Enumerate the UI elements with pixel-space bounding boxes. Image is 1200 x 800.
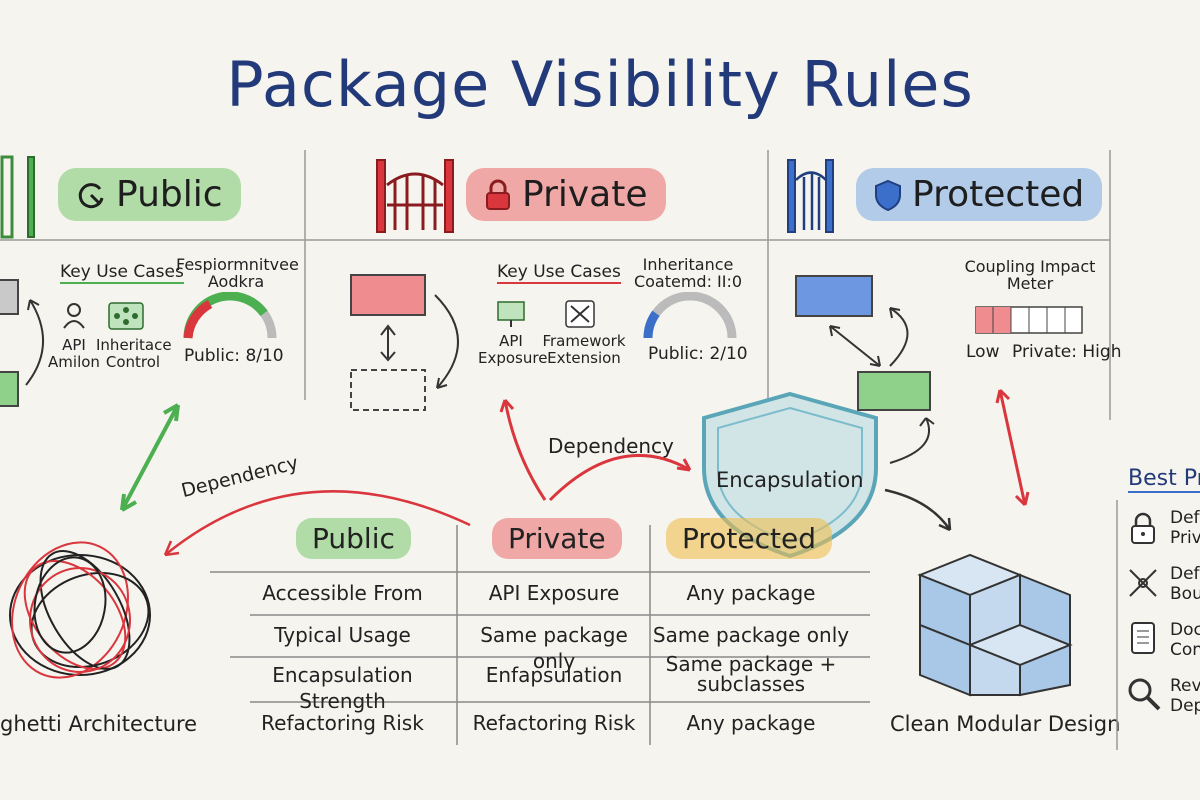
best-practices-heading: Best Pr bbox=[1128, 466, 1200, 493]
private-header: Private bbox=[466, 168, 666, 221]
network-icon bbox=[1129, 569, 1157, 597]
person-icon bbox=[63, 303, 85, 329]
best-practice-item-3: Doc Con bbox=[1170, 620, 1200, 660]
spaghetti-icon bbox=[9, 541, 151, 679]
table-cell: API Exposure bbox=[488, 581, 620, 605]
coupling-meter bbox=[975, 306, 1083, 334]
network-icon bbox=[108, 302, 144, 330]
table-cell: Refactoring Risk bbox=[472, 711, 636, 735]
dependency-label-center: Dependency bbox=[548, 434, 674, 458]
best-practice-item-4: Rev Dep bbox=[1170, 676, 1200, 716]
protected-meter-title: Coupling Impact Meter bbox=[964, 257, 1096, 293]
spaghetti-label: ghetti Architecture bbox=[0, 712, 198, 736]
public-key-use-cases: Key Use Cases bbox=[60, 262, 184, 284]
public-gauge bbox=[183, 292, 277, 339]
meter-high-label: Private: High bbox=[1012, 342, 1122, 362]
public-header: Public bbox=[58, 168, 241, 221]
table-cell: Same package only bbox=[652, 623, 850, 647]
table-header-private: Private bbox=[492, 518, 622, 559]
private-use-case-2: Framework Extension bbox=[542, 332, 626, 367]
lock-icon bbox=[1131, 512, 1155, 544]
public-use-case-2: Inheritace Control bbox=[96, 336, 172, 371]
private-key-use-cases: Key Use Cases bbox=[497, 262, 621, 284]
meter-low-label: Low bbox=[966, 342, 1000, 362]
public-gauge-title: Fespiormnitvee Aodkra bbox=[176, 255, 299, 291]
public-gauge-label: Public: 8/10 bbox=[184, 346, 284, 366]
best-practice-item-1: Def Priv bbox=[1170, 508, 1200, 548]
clean-modular-label: Clean Modular Design bbox=[890, 712, 1121, 736]
open-gate-icon bbox=[0, 155, 35, 239]
private-module-diagram bbox=[350, 274, 459, 411]
page-title: Package Visibility Rules bbox=[226, 48, 974, 121]
best-practices-border bbox=[1116, 500, 1118, 750]
protected-module-diagram bbox=[795, 275, 935, 464]
modular-cubes-icon bbox=[917, 553, 1073, 697]
table-cell: Any package bbox=[686, 711, 816, 735]
table-header-public: Public bbox=[296, 518, 411, 559]
table-cell: Refactoring Risk bbox=[261, 711, 424, 735]
presentation-icon bbox=[497, 301, 525, 327]
lock-icon bbox=[486, 179, 510, 210]
scroll-icon bbox=[1131, 622, 1155, 654]
magnifier-icon bbox=[1128, 678, 1161, 711]
table-cell: Enfapsulation bbox=[485, 663, 623, 687]
private-gauge bbox=[643, 292, 737, 339]
table-cell: Same package + subclasses bbox=[665, 652, 837, 696]
table-header-protected: Protected bbox=[666, 518, 832, 559]
best-practice-item-2: Def Bou bbox=[1170, 564, 1200, 604]
unlock-icon bbox=[78, 182, 104, 208]
table-cell: Encapsulation Strength bbox=[272, 663, 413, 713]
private-gauge-title: Inheritance Coatemd: II:0 bbox=[633, 255, 743, 291]
table-cell: Same package only bbox=[480, 623, 628, 673]
private-heading: Private bbox=[522, 174, 648, 215]
public-module-diagram bbox=[0, 279, 44, 407]
framework-icon bbox=[565, 300, 595, 328]
gate-icon bbox=[787, 159, 834, 233]
protected-header: Protected bbox=[856, 168, 1103, 221]
encapsulation-label: Encapsulation bbox=[716, 468, 864, 492]
public-use-case-1: API Amilon bbox=[48, 336, 100, 371]
shield-icon bbox=[875, 179, 901, 211]
private-use-case-1: API Exposure bbox=[478, 332, 548, 367]
protected-heading: Protected bbox=[912, 174, 1085, 215]
public-heading: Public bbox=[116, 174, 223, 215]
private-gauge-label: Public: 2/10 bbox=[648, 344, 748, 364]
closed-gate-icon bbox=[376, 159, 454, 233]
table-cell: Any package bbox=[686, 581, 816, 605]
table-cell: Typical Usage bbox=[274, 623, 411, 647]
table-cell: Accessible From bbox=[262, 581, 423, 605]
